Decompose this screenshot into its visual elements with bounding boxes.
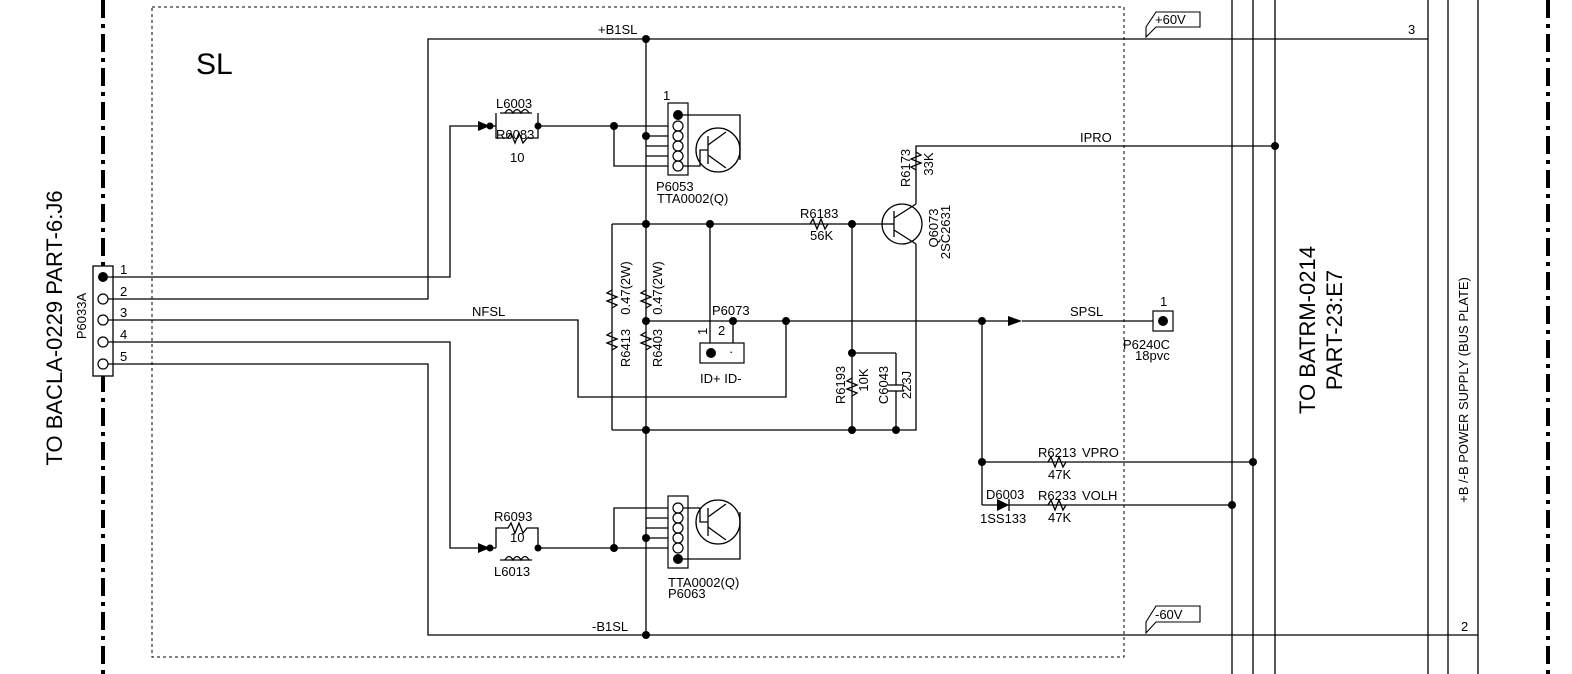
pin-5-label: 5 bbox=[120, 349, 127, 364]
bus-pin-top-label: 3 bbox=[1408, 22, 1415, 37]
sl-block-label: SL bbox=[196, 48, 233, 81]
upper-resistor-ref: R6083 bbox=[496, 127, 534, 142]
q6073-type: 2SC2631 bbox=[938, 205, 953, 259]
net-volh-label: VOLH bbox=[1082, 488, 1117, 503]
r6173-ref: R6173 bbox=[898, 149, 913, 187]
r6403-ref: R6403 bbox=[650, 329, 665, 367]
r6173-value: 33K bbox=[921, 152, 936, 175]
bus-pin-bottom-label: 2 bbox=[1461, 619, 1468, 634]
rail-box-pos bbox=[1145, 11, 1201, 39]
rail-box-neg bbox=[1145, 605, 1201, 635]
p6073-label: ID+ ID- bbox=[700, 371, 742, 386]
r6193-ref: R6193 bbox=[833, 366, 848, 404]
lower-stage: R6093 10 L6013 TTA0002(Q) P6063 bbox=[486, 495, 741, 601]
net-spsl-label: SPSL bbox=[1070, 304, 1103, 319]
p6240c-pin-label: 1 bbox=[1160, 294, 1167, 309]
left-destination-label: TO BACLA-0229 PART-6:J6 bbox=[42, 190, 67, 465]
net-b1sl-pos-label: +B1SL bbox=[598, 22, 637, 37]
r6233-ref: R6233 bbox=[1038, 488, 1076, 503]
upper-connector-ref: P6053 bbox=[656, 179, 694, 194]
net-ipro-label: IPRO bbox=[1080, 130, 1112, 145]
c6043-value: 223J bbox=[899, 371, 914, 399]
lower-connector-ref: P6063 bbox=[668, 586, 706, 601]
lower-resistor-ref: R6093 bbox=[494, 509, 532, 524]
p6240c-ref: P6240C bbox=[1123, 337, 1170, 352]
p6073-ref: P6073 bbox=[712, 303, 750, 318]
upper-resistor-value: 10 bbox=[510, 150, 524, 165]
p6073-pin2: 2 bbox=[718, 323, 725, 338]
connector-p6033a-ref: P6033A bbox=[74, 293, 89, 340]
net-vpro-label: VPRO bbox=[1082, 445, 1119, 460]
p6240c-type: 18pvc bbox=[1135, 348, 1170, 363]
connector-wires bbox=[108, 38, 1478, 636]
connector-p6033a-pins bbox=[97, 272, 109, 370]
upper-stage: L6003 R6083 10 1 P6053 TTA0002(Q) bbox=[486, 88, 741, 206]
r6193-value: 10K bbox=[856, 368, 871, 391]
r6183-value: 56K bbox=[810, 228, 833, 243]
rail-box-pos-label: +60V bbox=[1155, 12, 1186, 27]
bus-plate-label: +B /-B POWER SUPPLY (BUS PLATE) bbox=[1456, 277, 1471, 503]
sl-block-outline bbox=[151, 6, 1125, 658]
right-destination-line1: TO BATRM-0214 bbox=[1295, 246, 1320, 414]
upper-inductor-ref: L6003 bbox=[496, 96, 532, 111]
svg-text:·: · bbox=[729, 344, 733, 359]
rail-box-neg-label: -60V bbox=[1155, 607, 1183, 622]
lower-transistor-type: TTA0002(Q) bbox=[668, 575, 739, 590]
lower-inductor-ref: L6013 bbox=[494, 564, 530, 579]
d6003-ref: D6003 bbox=[986, 487, 1024, 502]
net-nfsl-label: NFSL bbox=[472, 304, 505, 319]
p6073-pin1: 1 bbox=[695, 328, 710, 335]
q6073-ref: Q6073 bbox=[926, 208, 941, 247]
right-destination-line2: PART-23:E7 bbox=[1322, 270, 1347, 390]
upper-transistor-type: TTA0002(Q) bbox=[657, 191, 728, 206]
net-b1sl-neg-label: -B1SL bbox=[592, 619, 628, 634]
middle-section: 0.47(2W) 0.47(2W) R6413 R6403 · P6073 1 … bbox=[472, 130, 1279, 526]
r6413-value: 0.47(2W) bbox=[618, 261, 633, 314]
pin-3-label: 3 bbox=[120, 305, 127, 320]
upper-pin1-label: 1 bbox=[663, 88, 670, 103]
r6413-ref: R6413 bbox=[618, 329, 633, 367]
r6233-value: 47K bbox=[1048, 510, 1071, 525]
pin-2-label: 2 bbox=[120, 284, 127, 299]
r6403-value: 0.47(2W) bbox=[650, 261, 665, 314]
pin-4-label: 4 bbox=[120, 327, 127, 342]
pin-1-label: 1 bbox=[120, 262, 127, 277]
r6183-ref: R6183 bbox=[800, 206, 838, 221]
c6043-ref: C6043 bbox=[876, 366, 891, 404]
lower-resistor-value: 10 bbox=[510, 530, 524, 545]
r6213-value: 47K bbox=[1048, 467, 1071, 482]
d6003-type: 1SS133 bbox=[980, 511, 1026, 526]
bus-lines bbox=[1231, 0, 1479, 674]
r6213-ref: R6213 bbox=[1038, 445, 1076, 460]
